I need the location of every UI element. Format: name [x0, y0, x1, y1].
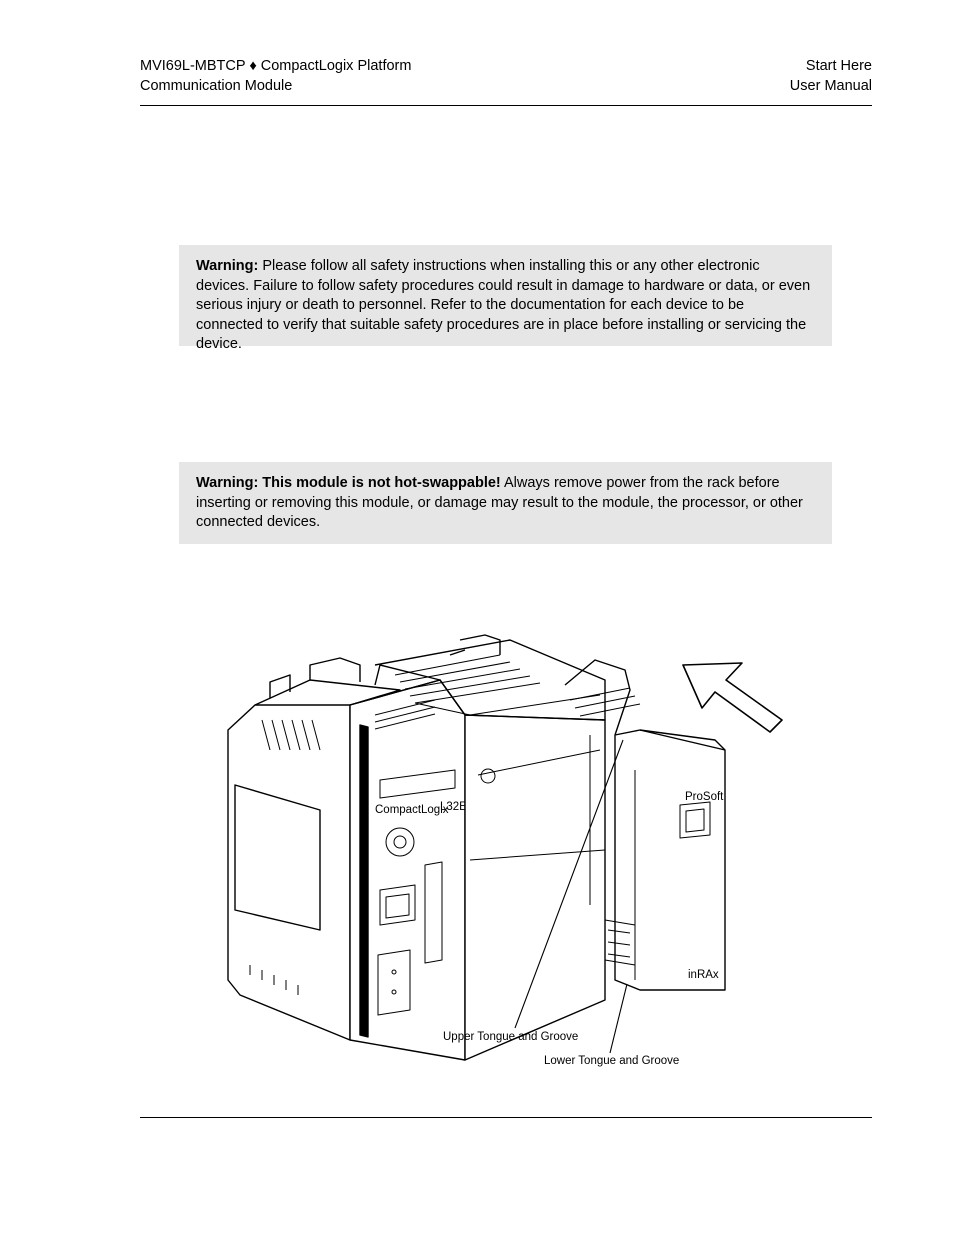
warning-label: Warning: [196, 258, 259, 274]
hot-swap-warning-box: Warning: This module is not hot-swappabl… [179, 462, 832, 544]
controller-model-label: L32E [440, 801, 467, 813]
header-product-title: MVI69L-MBTCP ♦ CompactLogix Platform [140, 58, 412, 74]
power-supply-illustration [227, 657, 401, 1041]
hot-swap-warning-text: Always remove power from the rack before… [196, 475, 803, 531]
prosoft-brand-label: ProSoft [685, 791, 724, 803]
header-divider [140, 105, 872, 106]
module-installation-figure: CompactLogix L32E ProSoft inRAx [227, 634, 783, 1067]
hot-swap-warning-label: Warning: This module is not hot-swappabl… [196, 475, 501, 491]
lower-tongue-groove-callout: Lower Tongue and Groove [544, 1055, 679, 1067]
warning-text: Please follow all safety instructions wh… [196, 258, 811, 353]
upper-tongue-groove-callout: Upper Tongue and Groove [443, 1031, 578, 1043]
inrax-footer-label: inRAx [688, 969, 719, 981]
page-header-left: MVI69L-MBTCP ♦ CompactLogix Platform Com… [140, 57, 411, 96]
footer-divider [140, 1117, 872, 1118]
header-section-title: Start Here [805, 58, 872, 74]
prosoft-module-illustration: ProSoft inRAx [564, 659, 726, 991]
safety-warning-box: Warning: Please follow all safety instru… [179, 245, 832, 352]
insertion-arrow [682, 662, 783, 733]
io-module-illustration [374, 634, 606, 1061]
header-manual-title: User Manual [789, 77, 872, 94]
page-header-right: Start Here User Manual [790, 57, 872, 96]
callout-leaders [514, 739, 628, 1054]
header-product-subtitle: Communication Module [140, 77, 293, 94]
compactlogix-controller-illustration: CompactLogix L32E [349, 664, 467, 1061]
controller-brand-label: CompactLogix [375, 804, 449, 816]
